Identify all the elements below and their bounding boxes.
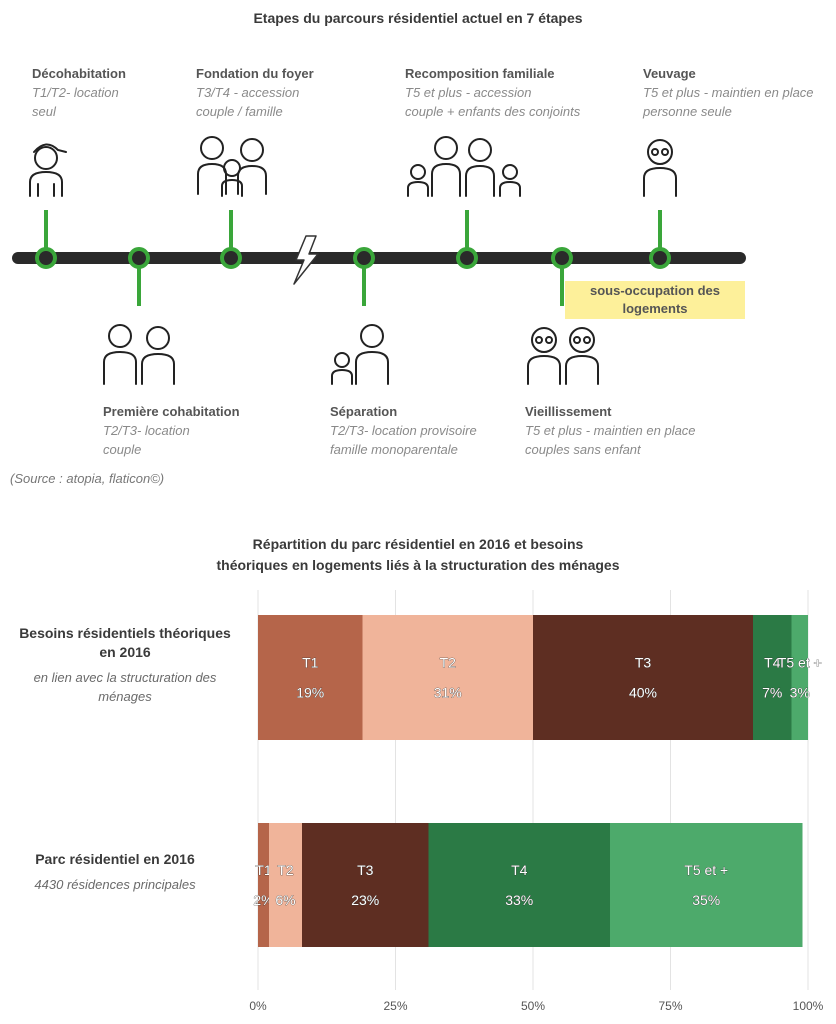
bar-segment-t4 <box>428 823 610 947</box>
timeline-graphic <box>12 136 746 385</box>
bar-segment-t4 <box>753 615 792 740</box>
segment-value-label: 31% <box>434 685 462 701</box>
segment-value-label: 2% <box>253 892 273 908</box>
timeline-nodes <box>35 247 671 269</box>
source-note: (Source : atopia, flaticon©) <box>10 471 165 486</box>
stage-desc: T5 et plus - maintien en place <box>525 423 696 438</box>
stage-desc: couples sans enfant <box>525 442 641 457</box>
bar-segment-t1 <box>258 823 269 947</box>
stage-desc: seul <box>32 104 56 119</box>
stage-veuvage: Veuvage T5 et plus - maintien en place p… <box>643 64 814 121</box>
stage-desc: personne seule <box>643 104 732 119</box>
stage-name: Vieillissement <box>525 404 612 419</box>
callout-line: sous-occupation des <box>589 283 721 298</box>
x-tick-label: 50% <box>521 999 545 1013</box>
segment-value-label: 3% <box>790 685 810 701</box>
segment-value-label: 23% <box>351 892 379 908</box>
stage-name: Séparation <box>330 404 398 419</box>
bar-segment-t2 <box>362 615 533 740</box>
row-label-sub: en lien avec la structuration des <box>33 670 217 685</box>
segment-name-label: T5 et + <box>684 862 728 878</box>
bar-segment-t5etplus <box>610 823 803 947</box>
timeline-title: Etapes du parcours résidentiel actuel en… <box>253 10 583 26</box>
stage-separation: Séparation T2/T3- location provisoire fa… <box>330 402 477 459</box>
x-tick-label: 100% <box>793 999 824 1013</box>
segment-name-label: T1 <box>302 655 319 671</box>
stage-desc: famille monoparentale <box>330 442 458 457</box>
young-person-icon <box>29 143 67 197</box>
stage-desc: T1/T2- location <box>32 85 119 100</box>
stage-desc: T2/T3- location provisoire <box>330 423 477 438</box>
sous-occupation-callout: sous-occupation des logements <box>565 281 745 319</box>
segment-name-label: T4 <box>511 862 528 878</box>
row-label-title: en 2016 <box>99 644 151 660</box>
bar-segment-t1 <box>258 615 363 740</box>
stage-decohabitation: Décohabitation T1/T2- location seul <box>32 64 126 121</box>
bar-segment-t3 <box>533 615 753 740</box>
x-tick-label: 75% <box>658 999 682 1013</box>
segment-value-label: 33% <box>505 892 533 908</box>
segment-name-label: T1 <box>255 862 272 878</box>
row-label-sub: ménages <box>98 689 152 704</box>
stage-name: Fondation du foyer <box>196 66 314 81</box>
blended-family-icon <box>407 136 521 197</box>
row-label-sub: 4430 résidences principales <box>34 877 196 892</box>
stage-desc: T3/T4 - accession <box>196 85 300 100</box>
stage-desc: couple / famille <box>196 104 283 119</box>
bar-segment-t5etplus <box>791 615 808 740</box>
elderly-woman-icon <box>643 139 677 197</box>
segment-value-label: 7% <box>762 685 782 701</box>
stage-premiere-cohabitation: Première cohabitation T2/T3- location co… <box>103 402 240 459</box>
row-label-title: Parc résidentiel en 2016 <box>35 851 195 867</box>
segment-name-label: T4 <box>764 655 781 671</box>
segment-value-label: 40% <box>629 685 657 701</box>
stage-recomposition-familiale: Recomposition familiale T5 et plus - acc… <box>405 64 580 121</box>
row-label-besoins: Besoins résidentiels théoriques en 2016 … <box>0 624 250 706</box>
stage-desc: couple <box>103 442 142 457</box>
stage-desc: T5 et plus - accession <box>405 85 532 100</box>
x-tick-label: 25% <box>383 999 407 1013</box>
chart-title-line: théoriques en logements liés à la struct… <box>216 557 620 573</box>
segment-value-label: 35% <box>692 892 720 908</box>
x-tick-label: 0% <box>249 999 267 1013</box>
bar-segment-t2 <box>269 823 302 947</box>
stage-fondation-du-foyer: Fondation du foyer T3/T4 - accession cou… <box>196 64 314 121</box>
segment-value-label: 19% <box>296 685 324 701</box>
stage-name: Décohabitation <box>32 66 126 81</box>
elderly-couple-icon <box>527 327 599 385</box>
bar-segment-t3 <box>302 823 429 947</box>
segment-value-label: 6% <box>275 892 295 908</box>
chart-title: Répartition du parc résidentiel en 2016 … <box>0 534 836 576</box>
callout-line: logements <box>622 301 688 316</box>
single-parent-icon <box>331 324 389 385</box>
stage-desc: couple + enfants des conjoints <box>405 104 581 119</box>
stage-vieillissement: Vieillissement T5 et plus - maintien en … <box>525 402 696 459</box>
lightning-bolt-icon <box>293 235 319 285</box>
couple-icon <box>103 324 175 385</box>
segment-name-label: T5 et + <box>778 655 822 671</box>
stage-desc: T2/T3- location <box>103 423 190 438</box>
stage-desc: T5 et plus - maintien en place <box>643 85 814 100</box>
stage-name: Première cohabitation <box>103 404 240 419</box>
segment-name-label: T2 <box>277 862 294 878</box>
chart-title-line: Répartition du parc résidentiel en 2016 … <box>252 536 584 552</box>
segment-name-label: T3 <box>357 862 374 878</box>
row-label-parc: Parc résidentiel en 2016 4430 résidences… <box>0 850 230 894</box>
row-label-title: Besoins résidentiels théoriques <box>19 625 231 641</box>
family-icon <box>197 136 267 197</box>
stage-name: Recomposition familiale <box>405 66 555 81</box>
stage-name: Veuvage <box>643 66 696 81</box>
segment-name-label: T3 <box>635 655 652 671</box>
segment-name-label: T2 <box>440 655 457 671</box>
